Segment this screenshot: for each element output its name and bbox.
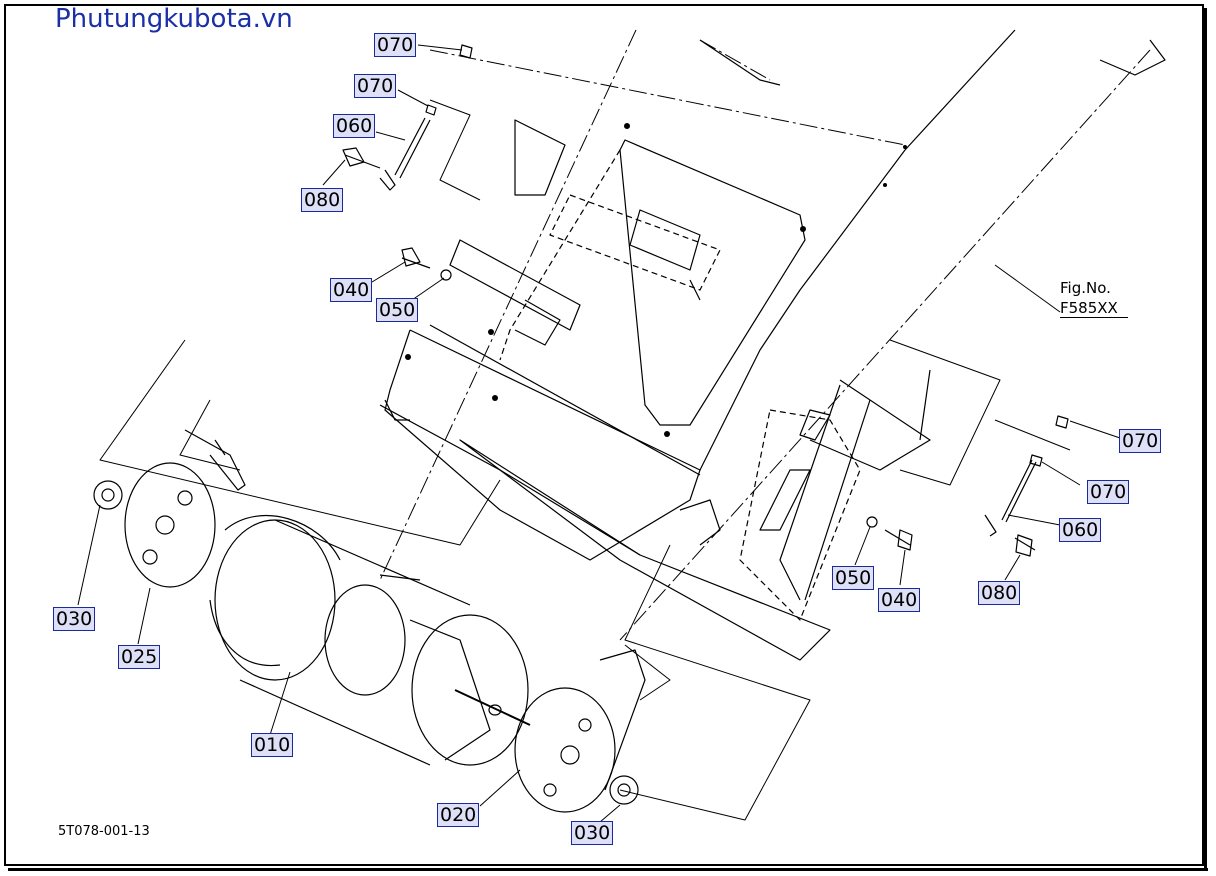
bolt-040-left [401,247,431,269]
callout-070[interactable]: 070 [354,74,397,98]
end-plate-right [514,649,646,813]
callout-050[interactable]: 050 [376,298,419,322]
callout-060[interactable]: 060 [333,114,376,138]
callout-040[interactable]: 040 [878,588,921,612]
callout-010[interactable]: 010 [251,733,294,757]
chute-upper-outline [379,29,1166,561]
washer-050-left [440,269,452,281]
site-watermark: Phutungkubota.vn [55,4,293,34]
callout-025[interactable]: 025 [118,645,161,669]
callout-040[interactable]: 040 [330,278,373,302]
figure-label: Fig.No. [1060,279,1111,297]
bearing-left [93,480,123,510]
bolt-080-left [342,147,381,169]
rotor-drum [209,515,531,766]
callout-050[interactable]: 050 [832,566,875,590]
frame-shadow-bottom [8,868,1208,871]
end-plate-left [124,429,246,588]
callout-060[interactable]: 060 [1059,518,1102,542]
callout-030[interactable]: 030 [53,607,96,631]
callout-070[interactable]: 070 [1119,429,1162,453]
callout-070[interactable]: 070 [1087,480,1130,504]
callout-030[interactable]: 030 [571,821,614,845]
washer-050-right [866,516,878,528]
callout-080[interactable]: 080 [978,581,1021,605]
figure-code: F585XX [1060,299,1128,318]
callout-070[interactable]: 070 [374,33,417,57]
document-id: 5T078-001-13 [58,824,150,839]
nut-070-right [1029,415,1069,467]
stud-060-left [379,117,431,191]
stud-060-right [984,459,1037,537]
figure-number: Fig.No. F585XX [1060,278,1128,318]
bearing-right [609,775,639,805]
bolt-040-right [884,529,913,551]
frame-shadow-right [1204,8,1207,871]
cover-plate [449,119,806,426]
callout-080[interactable]: 080 [301,188,344,212]
chute-lower [459,369,931,661]
nut-070-left [425,44,473,116]
bolt-080-right [1014,534,1036,557]
callout-020[interactable]: 020 [437,803,480,827]
drawing-frame [4,4,1204,866]
